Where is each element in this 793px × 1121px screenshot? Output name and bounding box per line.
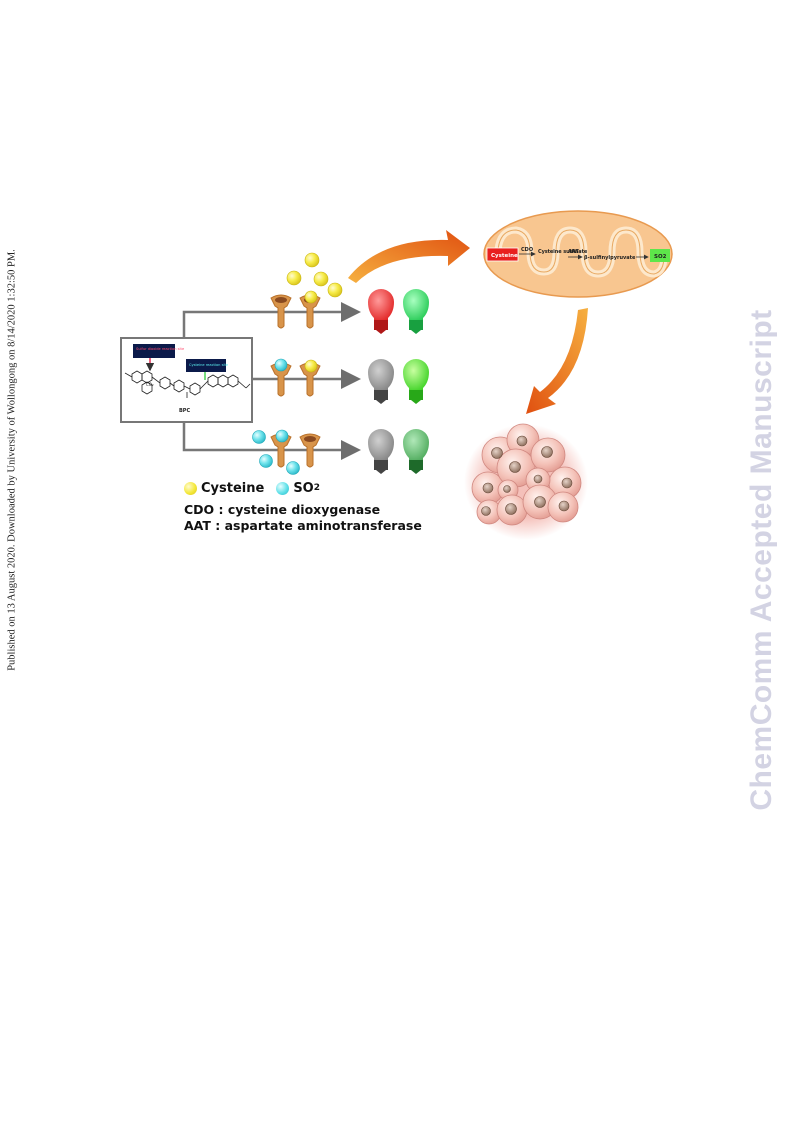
legend-cysteine: Cysteine: [201, 480, 265, 496]
arrow-to-cells: [526, 308, 588, 414]
bulb-gray-2: [368, 359, 394, 404]
pathway-intermediate: Cysteine sulfinate: [538, 249, 588, 255]
bulb-gray-3: [368, 429, 394, 474]
so2-site-label: Sulfur dioxide reaction site: [136, 347, 185, 351]
cys-site-label: Cysteine reaction site: [189, 363, 229, 367]
bulb-green-3: [402, 428, 430, 474]
receptor-3-2: [299, 433, 321, 468]
branch-lines: [182, 302, 361, 460]
pathway-start: Cysteine: [491, 253, 518, 259]
bpc-structure: [124, 370, 251, 398]
pathway-enzyme1: CDO: [521, 247, 533, 253]
receptor-icons: [270, 294, 321, 468]
legend-so2-sub: 2: [313, 483, 320, 493]
bulb-red-1: [368, 289, 394, 334]
pathway-end: SO2: [654, 254, 667, 260]
bulb-green-1: [402, 288, 430, 334]
probe-structure-box: CO₂ BPC Sulfur dioxide reaction site Cys…: [120, 337, 253, 423]
svg-text:CO₂: CO₂: [146, 382, 154, 387]
probe-name: BPC: [179, 408, 190, 414]
bulb-green-2: [402, 358, 430, 404]
so2-molecules: [252, 358, 300, 475]
so2-dot-icon: [276, 481, 290, 495]
cysteine-dot-icon: [184, 481, 197, 495]
cysteine-molecules: [286, 252, 343, 373]
pathway-enzyme2: AAT: [568, 249, 579, 255]
pathway-product-mid: β-sulfinylpyruvate: [584, 255, 636, 261]
receptor-1-1: [270, 294, 292, 329]
legend-aat: AAT : aspartate aminotransferase: [184, 518, 422, 533]
legend-cdo: CDO : cysteine dioxygenase: [184, 502, 381, 517]
legend-so2: SO: [293, 480, 314, 496]
mitochondrion: Cysteine CDO Cysteine sulfinate AAT β-su…: [483, 210, 673, 298]
cell-cluster: [464, 423, 588, 540]
arrow-to-mitochondria: [348, 230, 470, 283]
